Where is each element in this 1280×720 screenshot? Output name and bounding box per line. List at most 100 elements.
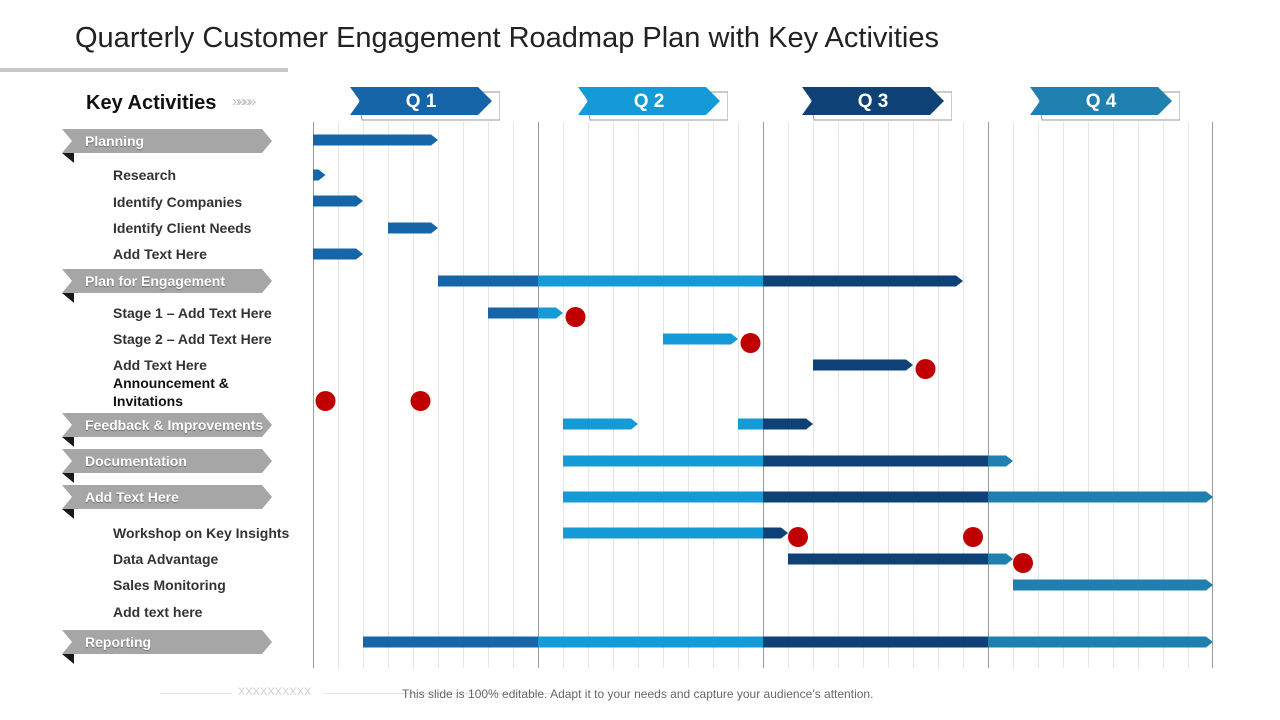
task-bar — [313, 134, 438, 146]
week-gridline — [588, 122, 589, 668]
task-bar — [488, 307, 563, 319]
ribbon-fold — [62, 509, 74, 519]
week-gridline — [813, 122, 814, 668]
ribbon-shape — [62, 630, 272, 654]
quarter-arrow-icon — [350, 87, 500, 121]
week-gridline — [363, 122, 364, 668]
ribbon-fold — [62, 473, 74, 483]
week-gridline — [688, 122, 689, 668]
bar-segment — [538, 275, 763, 287]
milestone-marker — [788, 527, 808, 547]
bar-segment — [488, 307, 538, 319]
chevrons-icon: »»»» — [232, 93, 256, 110]
milestone-marker — [740, 333, 761, 353]
bar-segment — [388, 222, 438, 234]
week-gridline — [1138, 122, 1139, 668]
task-stage-1: Stage 1 – Add Text Here — [113, 305, 272, 321]
week-gridline — [563, 122, 564, 668]
bar-segment — [1013, 579, 1213, 591]
milestone-marker — [315, 391, 336, 411]
category-label: Documentation — [85, 453, 187, 469]
quarter-q1: Q 1 — [350, 86, 500, 122]
footer-placeholder-text: XXXXXXXXXX — [238, 686, 312, 698]
ribbon-fold — [62, 437, 74, 447]
task-bar — [363, 636, 1213, 648]
task-bar — [813, 359, 913, 371]
ribbon-fold — [62, 293, 74, 303]
week-gridline — [713, 122, 714, 668]
task-add-text-here: Add Text Here — [113, 246, 207, 262]
bar-segment — [788, 553, 988, 565]
milestone-marker — [565, 307, 586, 327]
bar-segment — [988, 553, 1013, 565]
bar-segment — [538, 636, 763, 648]
milestone-marker — [963, 527, 983, 547]
quarter-q3: Q 3 — [802, 86, 952, 122]
bar-segment — [763, 636, 988, 648]
quarter-divider — [313, 122, 314, 668]
bar-segment — [813, 359, 913, 371]
task-bar — [738, 418, 813, 430]
task-research: Research — [113, 167, 177, 183]
ribbon-fold — [62, 654, 74, 664]
category-label: Feedback & Improvements — [85, 417, 264, 433]
page-title: Quarterly Customer Engagement Roadmap Pl… — [75, 22, 939, 54]
title-underline — [0, 68, 288, 72]
quarter-q2: Q 2 — [578, 86, 728, 122]
bar-segment — [988, 455, 1013, 467]
task-bar — [1013, 579, 1213, 591]
ribbon-fold — [62, 153, 74, 163]
ribbon-shape — [62, 485, 272, 509]
category-planning: Planning — [62, 129, 272, 163]
quarter-divider — [988, 122, 989, 668]
bar-segment — [563, 418, 638, 430]
bar-segment — [563, 491, 763, 503]
task-stage-2: Stage 2 – Add Text Here — [113, 331, 272, 347]
week-gridline — [738, 122, 739, 668]
task-bar — [313, 248, 363, 260]
bar-segment — [313, 134, 438, 146]
quarter-arrow-icon — [802, 87, 952, 121]
bar-segment — [763, 491, 988, 503]
quarter-arrow-icon — [1030, 87, 1180, 121]
category-reporting: Reporting — [62, 630, 272, 664]
bar-segment — [763, 418, 813, 430]
bar-segment — [988, 491, 1213, 503]
task-identify-client-needs: Identify Client Needs — [113, 220, 252, 236]
task-bar — [563, 418, 638, 430]
task-sales-monitoring: Sales Monitoring — [113, 577, 226, 593]
week-gridline — [1088, 122, 1089, 668]
week-gridline — [863, 122, 864, 668]
task-announcement: Announcement & — [113, 375, 229, 391]
ribbon-shape — [62, 129, 272, 153]
week-gridline — [788, 122, 789, 668]
week-gridline — [1063, 122, 1064, 668]
week-gridline — [938, 122, 939, 668]
quarter-q4: Q 4 — [1030, 86, 1180, 122]
bar-segment — [438, 275, 538, 287]
quarter-divider — [763, 122, 764, 668]
task-bar — [313, 195, 363, 207]
task-bar — [563, 527, 788, 539]
task-bar — [388, 222, 438, 234]
category-add-text-here: Add Text Here — [62, 485, 272, 519]
quarter-label: Q 1 — [405, 91, 437, 112]
category-label: Planning — [85, 133, 145, 149]
bar-segment — [538, 307, 563, 319]
ribbon-shape — [62, 413, 272, 437]
bar-segment — [663, 333, 738, 345]
quarter-label: Q 3 — [857, 91, 889, 112]
task-workshop-key-insights: Workshop on Key Insights — [113, 525, 290, 541]
week-gridline — [1163, 122, 1164, 668]
bar-segment — [313, 169, 326, 181]
week-gridline — [638, 122, 639, 668]
bar-segment — [738, 418, 763, 430]
task-invitations: Invitations — [113, 393, 184, 409]
bar-segment — [313, 195, 363, 207]
task-add-text-here: Add Text Here — [113, 357, 207, 373]
category-label: Reporting — [85, 634, 152, 650]
week-gridline — [488, 122, 489, 668]
quarter-label: Q 4 — [1085, 91, 1117, 112]
week-gridline — [888, 122, 889, 668]
